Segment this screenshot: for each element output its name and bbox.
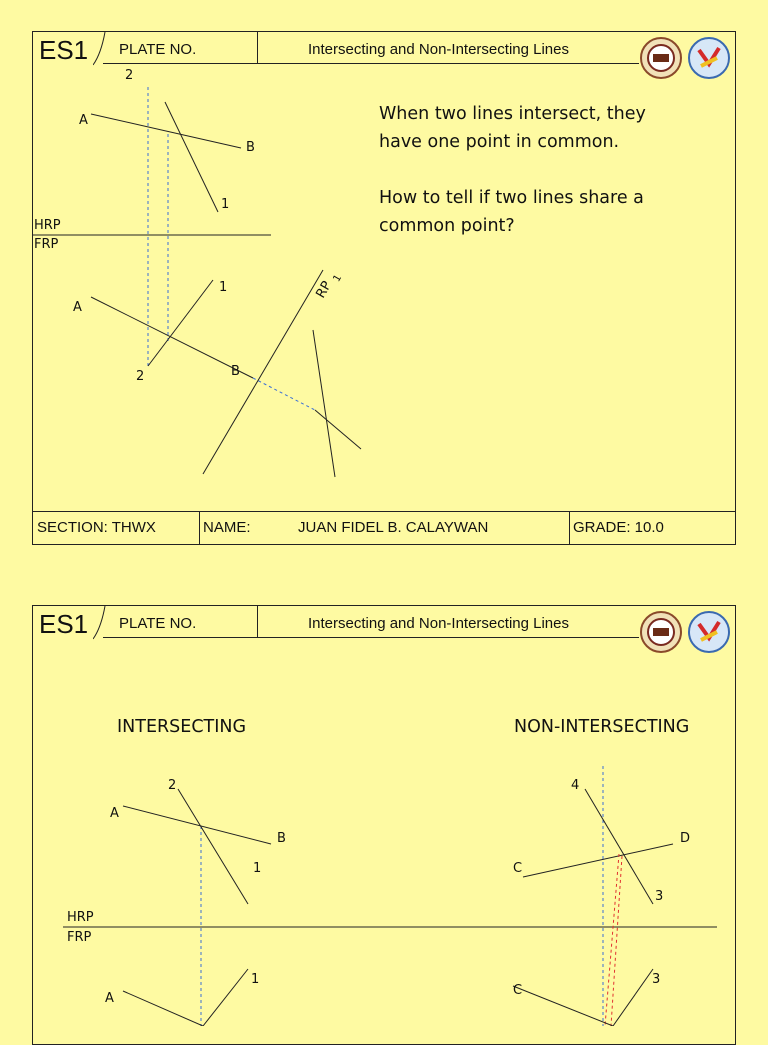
header-rule: [103, 63, 639, 64]
label-c-bot: C: [513, 983, 522, 998]
note-line-4: common point?: [379, 216, 515, 236]
label-b-top: B: [277, 831, 286, 846]
plate-1-drawing: A B 1 2 HRP FRP A B 1 2 RP 1: [33, 68, 362, 478]
label-3-bot: 3: [652, 972, 660, 987]
line-ab-front: [90, 296, 254, 379]
school-logos: [640, 37, 730, 79]
footer: SECTION: THWX NAME: JUAN FIDEL B. CALAYW…: [33, 511, 735, 544]
label-b-top: B: [246, 140, 255, 155]
label-rp: RP: [313, 279, 335, 301]
label-4-top: 4: [571, 778, 579, 793]
aux-view-line: [312, 329, 336, 478]
label-1-bot: 1: [219, 280, 227, 295]
header-divider: [257, 32, 258, 63]
line-ab-top: [90, 113, 242, 149]
label-hrp: HRP: [34, 218, 61, 233]
line-c-front: [512, 985, 614, 1026]
plate-no-label: PLATE NO.: [119, 615, 197, 632]
note-line-2: have one point in common.: [379, 132, 620, 152]
label-rp-sub: 1: [331, 273, 344, 284]
label-1-top: 1: [221, 197, 229, 212]
label-a-bot: A: [105, 991, 114, 1006]
line-1-front: [202, 968, 249, 1026]
heading-intersecting: INTERSECTING: [117, 717, 247, 737]
es-label: ES1: [39, 35, 89, 65]
footer-section: SECTION: THWX: [37, 519, 156, 536]
plate-no-label: PLATE NO.: [119, 41, 197, 58]
plate-title: Intersecting and Non-Intersecting Lines: [308, 615, 569, 632]
school-logos: [640, 611, 730, 653]
line-ab-top: [122, 805, 272, 845]
label-3-top: 3: [655, 889, 663, 904]
line-cd-top: [522, 843, 674, 878]
label-a-top: A: [110, 806, 119, 821]
label-c-top: C: [513, 861, 522, 876]
title-slash: [93, 32, 106, 66]
plate-2: ES1 PLATE NO. Intersecting and Non-Inter…: [32, 605, 736, 1045]
rp1-line: [202, 269, 324, 475]
line-12-top: [177, 788, 249, 905]
label-a-top: A: [79, 113, 88, 128]
plate-2-drawing: A B 1 2 HRP FRP A 1 C D 3 4 C 3: [63, 766, 717, 1026]
label-hrp: HRP: [67, 910, 94, 925]
red-projector-a: [610, 855, 623, 1026]
note-line-3: How to tell if two lines share a: [379, 188, 644, 208]
footer-grade: GRADE: 10.0: [573, 519, 664, 536]
line-12-front: [147, 279, 214, 367]
footer-name-value: JUAN FIDEL B. CALAYWAN: [298, 519, 489, 536]
label-2-top: 2: [168, 778, 176, 793]
note-text: When two lines intersect, they have one …: [379, 100, 646, 240]
title-slash: [93, 606, 106, 640]
label-a-bot: A: [73, 300, 82, 315]
line-12-top: [164, 101, 219, 213]
ab-aux: [314, 409, 362, 450]
label-frp: FRP: [67, 930, 92, 945]
line-3-front: [612, 968, 654, 1026]
es-label: ES1: [39, 609, 89, 639]
plate-title: Intersecting and Non-Intersecting Lines: [308, 41, 569, 58]
plate-1: ES1 PLATE NO. Intersecting and Non-Inter…: [32, 31, 736, 545]
line-a-front: [122, 990, 204, 1026]
label-1-bot: 1: [251, 972, 259, 987]
label-2-bot: 2: [136, 369, 144, 384]
header-rule: [103, 637, 639, 638]
heading-non-intersecting: NON-INTERSECTING: [514, 717, 690, 737]
footer-name-label: NAME:: [203, 519, 251, 536]
note-line-1: When two lines intersect, they: [379, 104, 646, 124]
line-34-top: [584, 788, 654, 905]
label-1-top: 1: [253, 861, 261, 876]
header-divider: [257, 606, 258, 637]
red-projector-b: [604, 853, 620, 1026]
label-b-bot: B: [231, 364, 240, 379]
label-frp: FRP: [34, 237, 59, 252]
label-d-top: D: [680, 831, 690, 846]
ab-extension: [252, 377, 316, 411]
label-2-top: 2: [125, 68, 133, 83]
